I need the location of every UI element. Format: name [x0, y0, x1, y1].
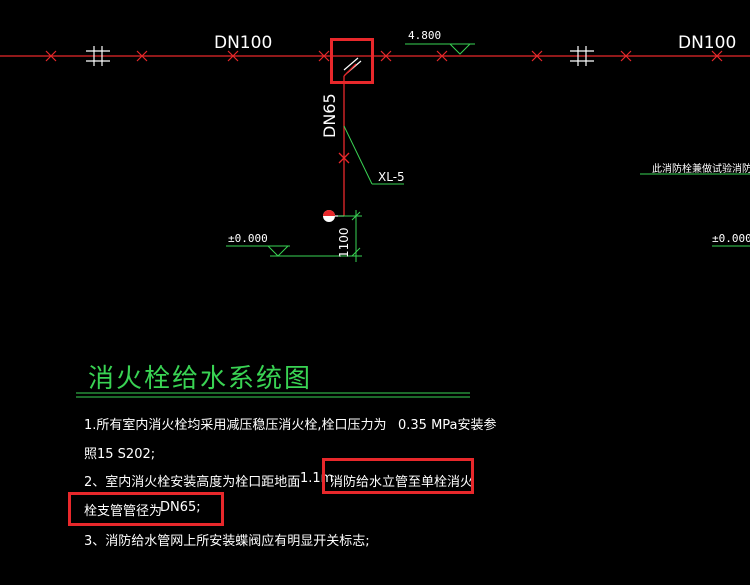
highlight-box-branch-size [68, 492, 224, 526]
right-side-marks [640, 173, 750, 247]
note-line-3b: 1.1m [300, 471, 334, 486]
note-line-4b: DN65; [160, 500, 201, 515]
pipe-cross-markers [45, 50, 723, 62]
note-line-3c: 消防给水立管至单栓消火 [330, 475, 474, 490]
note-line-2: 照15 S202; [84, 447, 156, 462]
note-line-5: 3、消防给水管网上所安装蝶阀应有明显开关标志; [84, 534, 370, 549]
height-dimension [338, 210, 362, 262]
system-diagram-title: 消火栓给水系统图 [88, 364, 313, 394]
hydrant-height-label: 1100 [337, 227, 351, 258]
note-line-4a: 栓支管管径为 [84, 504, 163, 519]
note-line-3a: 2、室内消火栓安装高度为栓口距地面 [84, 475, 301, 490]
side-note-label: 此消防栓兼做试验消防栓 [652, 164, 750, 175]
title-underline [76, 392, 470, 398]
highlight-box-riser-note [322, 458, 474, 494]
valve-symbols [86, 46, 594, 66]
riser-tag-leader [343, 125, 404, 185]
riser-tag-label: XL-5 [378, 170, 405, 184]
floor-elevation-left [226, 245, 362, 257]
highlight-box-fitting [330, 38, 374, 84]
riser-pipe [338, 63, 357, 216]
pipe-size-label-right: DN100 [678, 33, 737, 53]
riser-size-label: DN65 [320, 93, 339, 138]
elevation-right-label: ±0.000 [712, 232, 750, 245]
elevation-top-marker [405, 43, 475, 55]
pipe-size-label-left: DN100 [214, 33, 273, 53]
elevation-top-label: 4.800 [408, 29, 442, 42]
elevation-left-label: ±0.000 [228, 232, 268, 245]
note-line-1a: 1.所有室内消火栓均采用减压稳压消火栓,栓口压力为 [84, 418, 387, 433]
note-line-1b: 0.35 MPa安装参 [398, 418, 497, 433]
